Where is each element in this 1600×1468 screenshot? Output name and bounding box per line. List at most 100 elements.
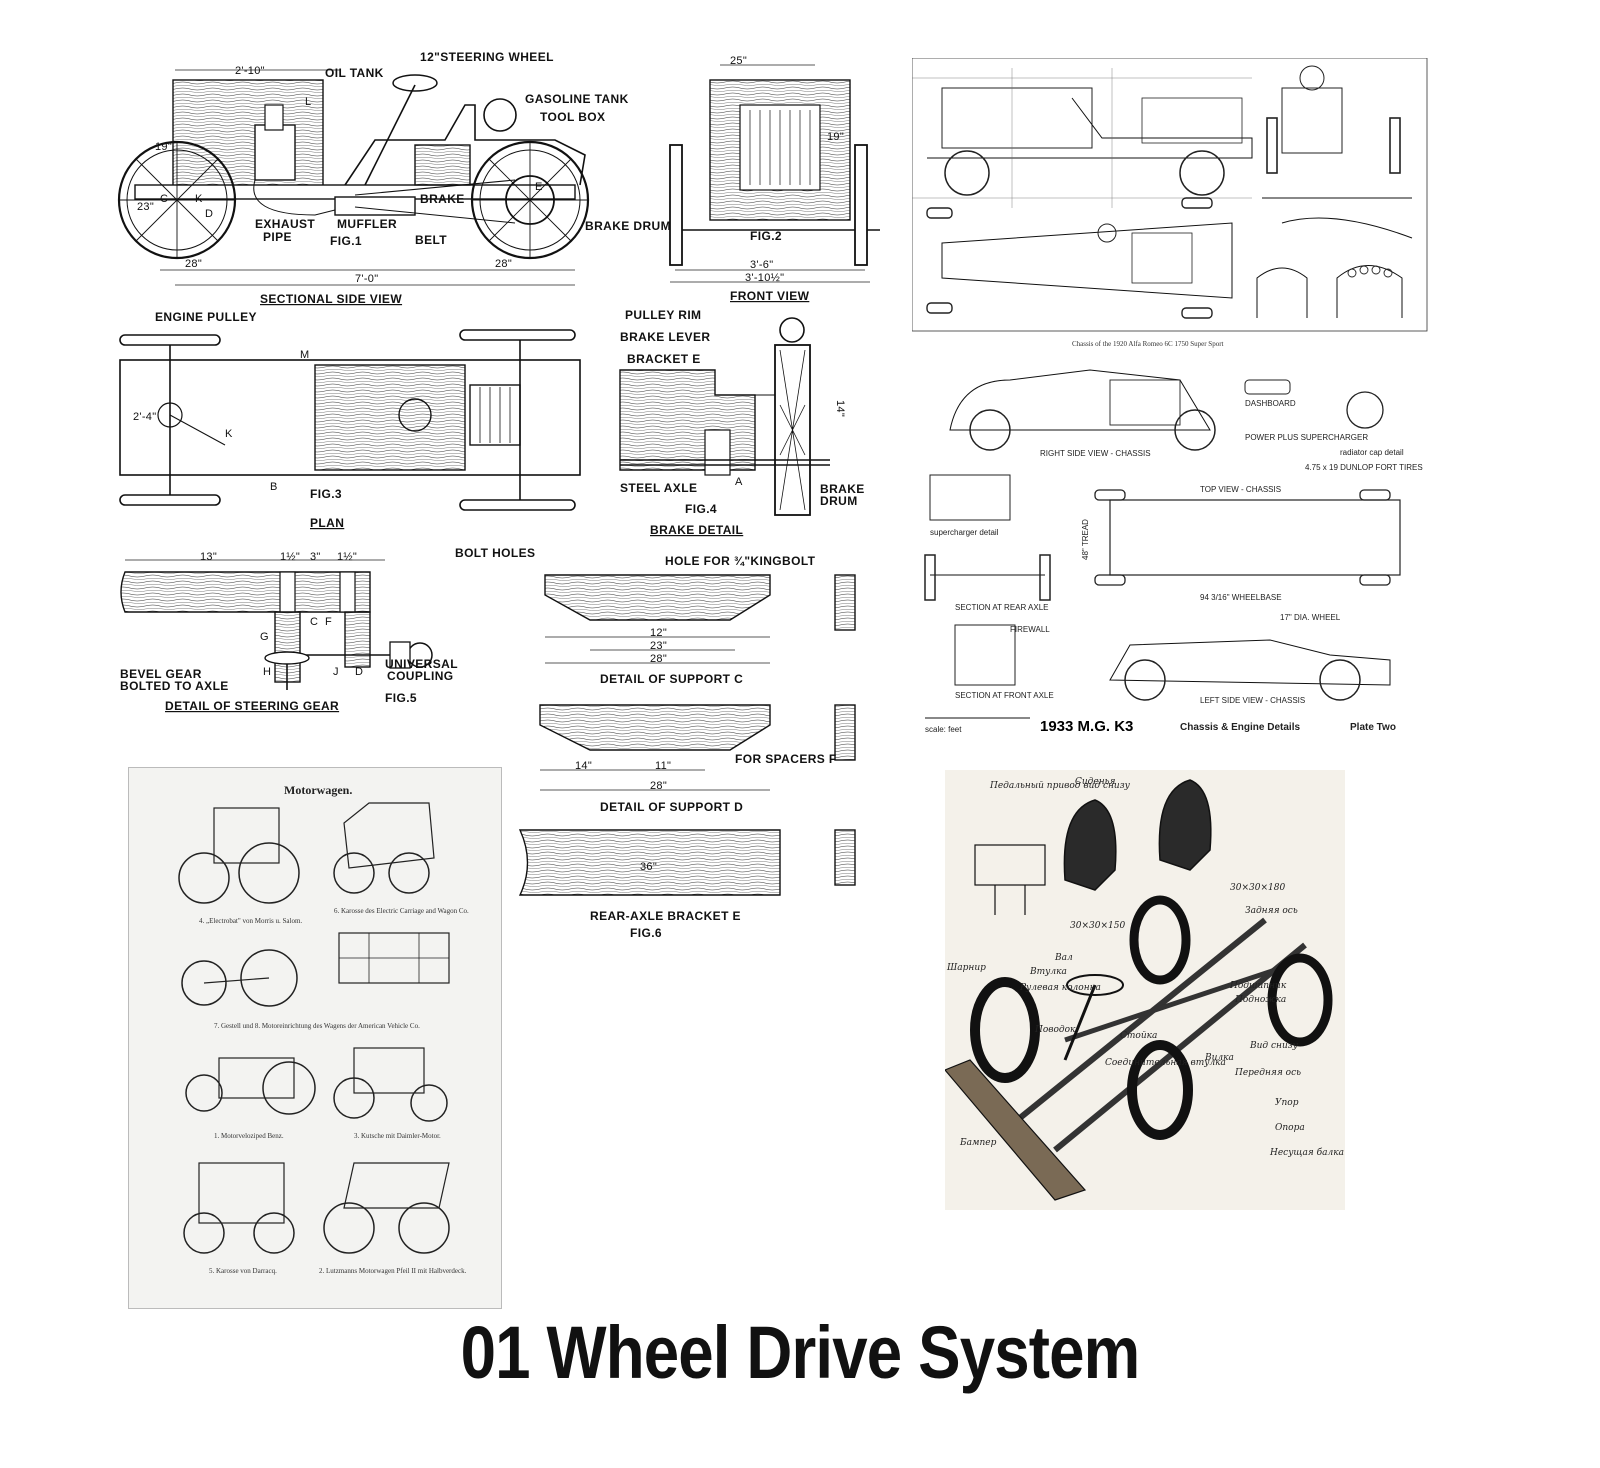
dim-c2: 23" (650, 640, 667, 652)
label-coupling: COUPLING (387, 669, 454, 683)
caption-american-vehicle: 7. Gestell und 8. Motoreinrichtung des W… (214, 1022, 420, 1030)
label-rear-axle: Задняя ось (1245, 906, 1298, 916)
label-dashboard: DASHBOARD (1245, 399, 1296, 408)
label-supercharger-detail: supercharger detail (930, 528, 999, 537)
brake-detail-panel: PULLEY RIM BRAKE LEVER BRACKET E 14" STE… (615, 305, 895, 545)
label-scale: scale: feet (925, 725, 962, 734)
supports-panel: BOLT HOLES HOLE FOR ¾"KINGBOLT 12" 23" 2… (450, 545, 880, 945)
label-bumper: Бампер (959, 1138, 997, 1148)
front-view-panel: 25" 19" FIG.2 3'-6" 3'-10½" FRONT VIEW (665, 50, 895, 305)
dim-height: 14" (834, 400, 846, 417)
label-bracket-e: BRACKET E (627, 352, 701, 366)
label-section-front-axle: SECTION AT FRONT AXLE (955, 691, 1054, 700)
dim-e1: 36" (640, 861, 657, 873)
dim-b: 1½" (280, 551, 300, 563)
dim-a: 13" (200, 551, 217, 563)
caption-daimler: 3. Kutsche mit Daimler-Motor. (354, 1132, 441, 1140)
caption-front-view: FRONT VIEW (730, 289, 810, 303)
steering-gear-panel: 13" 1½" 3" 1½" G C F H J D BEVEL GEAR BO… (115, 550, 515, 725)
dim-c: 3" (310, 551, 321, 563)
caption-support-d: DETAIL OF SUPPORT D (600, 800, 743, 814)
label-pedal-drive: Педальный привод вид снизу (989, 781, 1131, 791)
label-steering-column: Рулевая колонна (1019, 983, 1101, 993)
label-tool-box: TOOL BOX (540, 110, 605, 124)
label-steering-wheel: 12"STEERING WHEEL (420, 50, 554, 64)
label-shaft: Вал (1054, 953, 1073, 963)
label-bearing: Подшипник (1229, 981, 1287, 991)
electrobat-illustration (178, 807, 300, 904)
dim-left: 28" (185, 258, 202, 270)
label-bolt-holes: BOLT HOLES (455, 546, 535, 560)
label-stop: Упор (1275, 1098, 1299, 1108)
label-gasoline-tank: GASOLINE TANK (525, 92, 629, 106)
label-front-axle: Передняя ось (1234, 1068, 1301, 1078)
label-d: D (355, 666, 363, 678)
label-steering-wheel: 17" DIA. WHEEL (1280, 613, 1341, 622)
plan-panel: ENGINE PULLEY M K B 2'-4" FIG.3 PLAN (115, 305, 595, 535)
label-m: M (300, 349, 309, 361)
dim-c1: 12" (650, 627, 667, 639)
label-belt: BELT (415, 233, 447, 247)
sectional-side-view-panel: 2'-10" 12"STEERING WHEEL OIL TANK GASOLI… (115, 45, 685, 310)
label-k: K (195, 193, 203, 205)
motoreinrichtung-illustration (338, 932, 450, 984)
label-top-view: TOP VIEW - CHASSIS (1200, 485, 1281, 494)
dim-top: 2'-10" (235, 65, 265, 77)
label-footrest: Подножка (1234, 995, 1286, 1005)
dim-b1: 3'-6" (750, 259, 773, 271)
dim-height: 19" (155, 141, 172, 153)
plate-subtitle: Chassis & Engine Details (1180, 722, 1300, 733)
label-bolted-to-axle: BOLTED TO AXLE (120, 679, 229, 693)
label-brake: BRAKE (820, 482, 865, 496)
label-fork: Вилка (1204, 1053, 1234, 1063)
label-dim-30x30x180: 30×30×180 (1230, 883, 1285, 893)
label-c: C (160, 193, 168, 205)
label-spacers: FOR SPACERS F (735, 752, 837, 766)
dim-d: 1½" (337, 551, 357, 563)
label-section-rear-axle: SECTION AT REAR AXLE (955, 603, 1049, 612)
label-oil-tank: OIL TANK (325, 66, 384, 80)
caption-lutzmann: 2. Lutzmanns Motorwagen Pfeil II mit Hal… (319, 1267, 467, 1275)
dim-right: 28" (495, 258, 512, 270)
label-bevel-gear: BEVEL GEAR (120, 667, 202, 681)
label-right-side-view: RIGHT SIDE VIEW - CHASSIS (1040, 449, 1151, 458)
dim-c3: 28" (650, 653, 667, 665)
daimler-illustration (333, 1047, 448, 1122)
mg-k3-plate-panel: RIGHT SIDE VIEW - CHASSIS DASHBOARD POWE… (910, 360, 1430, 745)
label-steel-axle: STEEL AXLE (620, 481, 697, 495)
label-exhaust: EXHAUST (255, 217, 315, 231)
label-engine-pulley: ENGINE PULLEY (155, 310, 257, 324)
label-j: J (333, 666, 339, 678)
fig-label: FIG.1 (330, 234, 362, 248)
label-tread: 48" TREAD (1081, 519, 1090, 560)
darracq-illustration (183, 1162, 295, 1254)
alfa-romeo-chassis-panel: Chassis of the 1920 Alfa Romeo 6C 1750 S… (912, 58, 1432, 358)
dim-d2: 11" (655, 760, 671, 772)
caption-rear-axle-bracket: REAR-AXLE BRACKET E (590, 909, 741, 923)
fig-label: FIG.2 (750, 229, 782, 243)
fig-label: FIG.5 (385, 691, 417, 705)
exploded-chassis-panel: Педальный привод вид снизу Сиденья 30×30… (945, 770, 1345, 1210)
dim-b2: 3'-10½" (745, 272, 784, 284)
caption-alfa-romeo: Chassis of the 1920 Alfa Romeo 6C 1750 S… (1072, 340, 1224, 348)
dim-d3: 28" (650, 780, 667, 792)
benz-illustration (185, 1057, 316, 1115)
label-firewall: FIREWALL (1010, 625, 1050, 634)
label-strut: Стойка (1120, 1031, 1157, 1041)
label-c: C (310, 616, 318, 628)
label-connecting-bushing: Соединительная втулка (1105, 1058, 1226, 1068)
dim-side: 19" (827, 131, 844, 143)
caption-darracq: 5. Karosse von Darracq. (209, 1267, 277, 1275)
label-d: D (205, 208, 213, 220)
label-pipe: PIPE (263, 230, 292, 244)
label-left-side-view: LEFT SIDE VIEW - CHASSIS (1200, 696, 1305, 705)
caption-plan: PLAN (310, 516, 344, 530)
label-muffler: MUFFLER (337, 217, 397, 231)
caption-support-c: DETAIL OF SUPPORT C (600, 672, 743, 686)
label-g: G (260, 631, 269, 643)
label-pulley-rim: PULLEY RIM (625, 308, 701, 322)
label-f: F (325, 616, 332, 628)
label-radiator-cap: radiator cap detail (1340, 448, 1404, 457)
page-title: 01 Wheel Drive System (460, 1311, 1141, 1394)
caption-steering-gear: DETAIL OF STEERING GEAR (165, 699, 339, 713)
